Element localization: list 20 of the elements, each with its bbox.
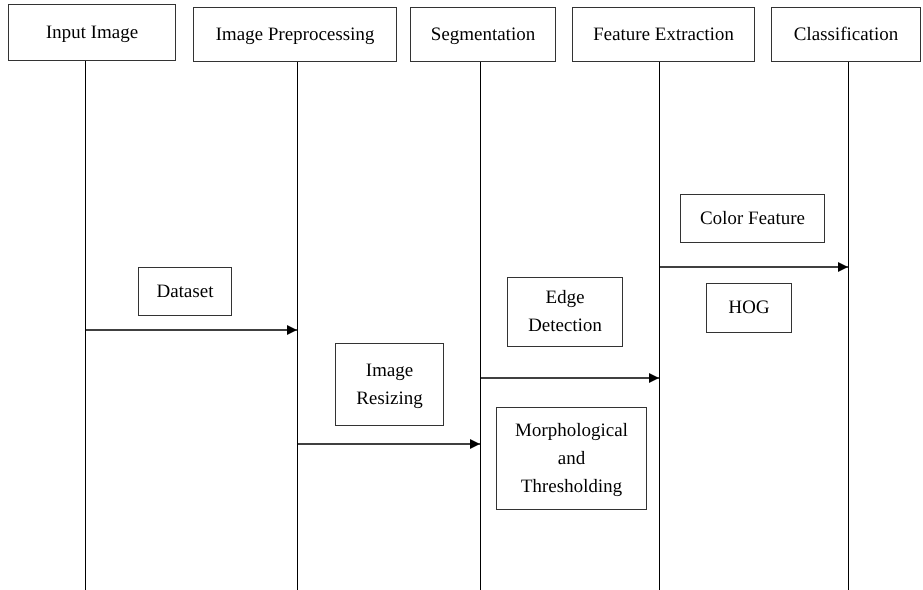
- arrow: [481, 373, 659, 383]
- lifeline-header-box: Segmentation: [410, 7, 556, 62]
- arrow: [298, 439, 480, 449]
- message-box: Dataset: [138, 267, 232, 316]
- message-box: Morphological and Thresholding: [496, 407, 647, 510]
- lifeline-header-box: Feature Extraction: [572, 7, 755, 62]
- arrow: [660, 262, 848, 272]
- lifeline-header-box: Classification: [771, 7, 921, 62]
- message-box: Color Feature: [680, 194, 825, 243]
- lifeline: [480, 62, 481, 590]
- lifeline: [659, 62, 660, 590]
- lifeline-header-box: Image Preprocessing: [193, 7, 397, 62]
- lifeline: [848, 62, 849, 590]
- message-box: Edge Detection: [507, 277, 623, 347]
- message-box: HOG: [706, 283, 792, 333]
- message-box: Image Resizing: [335, 343, 444, 426]
- lifeline: [85, 61, 86, 590]
- arrow: [86, 325, 297, 335]
- lifeline-header-box: Input Image: [8, 4, 176, 61]
- lifeline: [297, 62, 298, 590]
